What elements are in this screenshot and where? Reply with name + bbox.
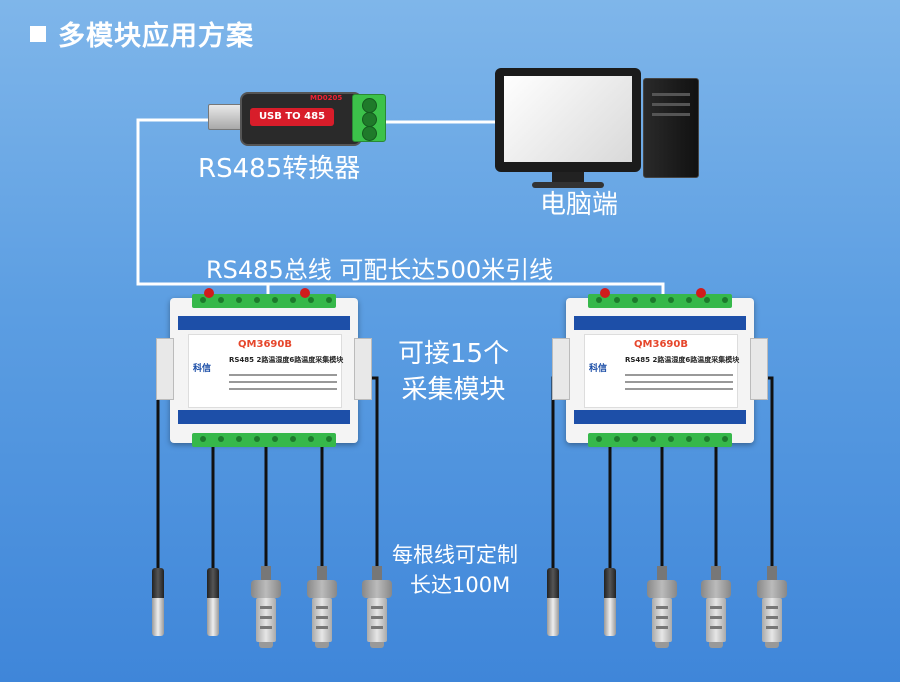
humidity-sensor-icon	[647, 566, 677, 648]
cable-length-note: 每根线可定制 长达100M	[392, 543, 518, 597]
monitor-stand	[552, 172, 584, 184]
humidity-sensor-icon	[307, 566, 337, 648]
temperature-probe-icon	[207, 568, 219, 636]
acquisition-module-left: QM3690B 科信 RS485 2路温湿度6路温度采集模块	[156, 288, 372, 447]
monitor-base	[532, 182, 604, 188]
humidity-sensor-icon	[362, 566, 392, 648]
computer-label: 电脑端	[540, 190, 619, 220]
page-title: 多模块应用方案	[30, 14, 254, 53]
pc-tower-icon	[643, 78, 699, 178]
brand-logo: 科信	[589, 364, 608, 374]
bus-label: RS485总线 可配长达500米引线	[206, 256, 554, 284]
humidity-sensor-icon	[757, 566, 787, 648]
brand-logo: 科信	[193, 364, 212, 374]
converter-label: RS485转换器	[198, 154, 361, 184]
temperature-probe-icon	[152, 568, 164, 636]
module-description: RS485 2路温湿度6路温度采集模块	[625, 356, 740, 364]
capacity-note: 可接15个 采集模块	[398, 339, 510, 405]
module-model: QM3690B	[634, 339, 688, 350]
converter-model-text: MD0205	[310, 94, 343, 102]
temperature-probe-icon	[547, 568, 559, 636]
temperature-probe-icon	[604, 568, 616, 636]
humidity-sensor-icon	[251, 566, 281, 648]
module-description: RS485 2路温湿度6路温度采集模块	[229, 356, 344, 364]
converter-chip-label: USB TO 485	[250, 108, 334, 126]
monitor-screen	[504, 76, 632, 162]
humidity-sensor-icon	[701, 566, 731, 648]
module-model: QM3690B	[238, 339, 292, 350]
converter-terminal-icon	[352, 94, 386, 142]
acquisition-module-right: QM3690B 科信 RS485 2路温湿度6路温度采集模块	[552, 288, 768, 447]
square-bullet-icon	[30, 25, 46, 42]
bus-line	[136, 118, 665, 300]
